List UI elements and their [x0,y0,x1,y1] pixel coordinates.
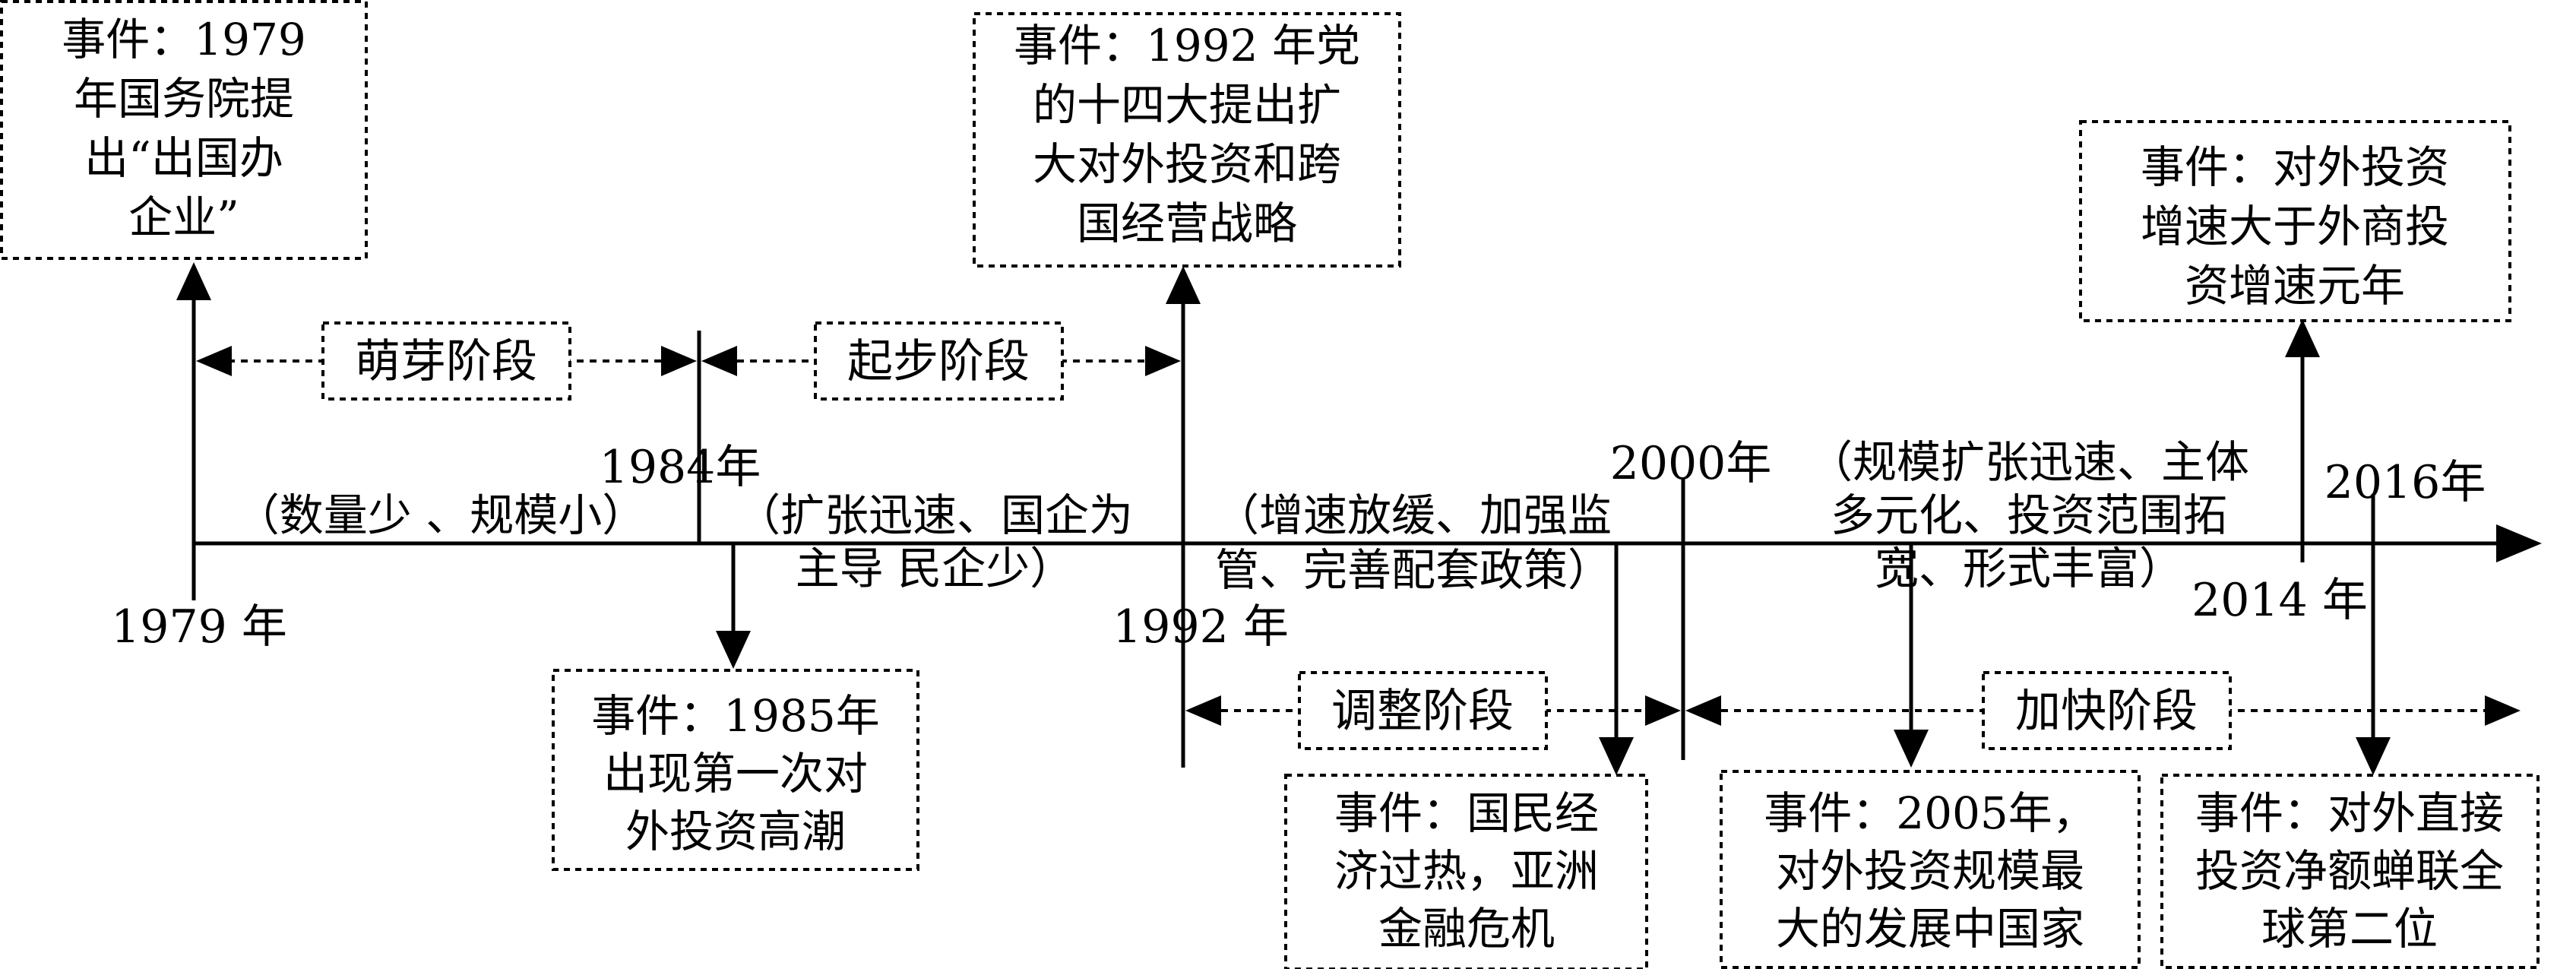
event-2016-line: 球第二位 [2261,903,2438,955]
event-1992-line: 国经营战略 [1077,198,1297,249]
stage-1-left-arrow-icon [196,346,232,376]
event-2014-line: 资增速元年 [2185,260,2405,312]
event-1979-box [0,0,368,260]
year-2014-label: 2014 年 [2191,574,2368,627]
event-2016-line: 投资净额蝉联全 [2195,845,2504,897]
year-1992-label: 1992 年 [1112,600,1289,654]
stage-1-right-arrow-icon [661,346,697,376]
arrow-down-2016-icon [2356,737,2391,775]
event-1992-line: 事件：1992 年党 [1014,20,1360,71]
stage-2-box [814,321,1064,401]
event-2014-box [2079,120,2511,322]
event-2016-box [2160,774,2540,969]
stage-3-description-line: 管、完善配套政策） [1215,544,1612,596]
stage-4-description-line: 宽、形式丰富） [1875,543,2183,594]
event-1979-line: 事件：1979 [62,14,306,65]
arrow-up-1979-icon [176,262,211,300]
stage-3-label: 调整阶段 [1331,685,1514,738]
stage-4-label: 加快阶段 [2015,685,2198,738]
event-2005-line: 对外投资规模最 [1776,845,2084,897]
event-2016-line: 事件：对外直接 [2195,787,2504,839]
stage-4-left-arrow-icon [1685,695,1721,726]
stage-1-box [321,321,571,401]
event-2005-line: 事件：2005年， [1764,787,2097,839]
stage-1-description: （数量少 、规模小） [236,489,646,541]
event-1985-line: 外投资高潮 [625,806,846,857]
event-1992-box [973,12,1401,268]
event-2005-line: 大的发展中国家 [1776,903,2084,955]
arrow-up-2014-icon [2285,319,2320,357]
event-2014-line: 事件：对外投资 [2141,141,2449,193]
stage-2-description-line: （扩张迅速、国企为 [736,489,1133,541]
arrow-down-2005-icon [1894,730,1929,768]
arrow-down-crisis-icon [1599,737,1634,775]
stage-2-right-arrow-icon [1145,346,1181,376]
stage-3-description-line: （增速放缓、加强监 [1215,489,1612,541]
year-2016-label: 2016年 [2324,456,2486,509]
stage-4-description-line: 多元化、投资范围拓 [1831,489,2227,541]
stage-4-description-line: （规模扩张迅速、主体 [1809,436,2249,488]
event-crisis-box [1284,774,1648,969]
arrow-down-1985-icon [716,631,751,669]
stage-2-left-arrow-icon [701,346,737,376]
event-crisis-line: 金融危机 [1378,903,1555,955]
time-axis-arrow-icon [2496,524,2542,562]
event-1979-line: 企业” [128,192,239,243]
stage-2-description-line: 主导 民企少） [796,543,1074,594]
event-crisis-line: 事件：国民经 [1334,787,1599,839]
stage-1-description-line: （数量少 、规模小） [236,489,646,541]
stage-3-box [1298,671,1548,750]
stage-3-right-arrow-icon [1645,695,1681,726]
event-1985-line: 出现第一次对 [603,748,868,800]
event-1985-box [552,669,919,871]
stage-2-label: 起步阶段 [847,335,1030,388]
event-1992-line: 的十四大提出扩 [1033,79,1341,131]
year-1979-label: 1979 年 [111,600,287,654]
event-1992-line: 大对外投资和跨 [1033,138,1341,190]
stage-1-label: 萌芽阶段 [355,335,537,388]
event-1979-line: 出“出国办 [84,132,283,184]
year-2000-label: 2000年 [1610,437,1772,490]
event-1985-line: 事件：1985年 [591,690,880,742]
arrow-up-1992-icon [1166,266,1201,304]
event-2005-box [1720,770,2141,969]
stage-3-left-arrow-icon [1185,695,1221,726]
event-1979-line: 年国务院提 [74,73,294,125]
event-2014-line: 增速大于外商投 [2141,201,2449,252]
stage-4-right-arrow-icon [2485,695,2521,726]
year-1984-label: 1984年 [600,441,761,494]
event-crisis-line: 济过热，亚洲 [1334,845,1599,897]
stage-4-box [1982,671,2232,750]
